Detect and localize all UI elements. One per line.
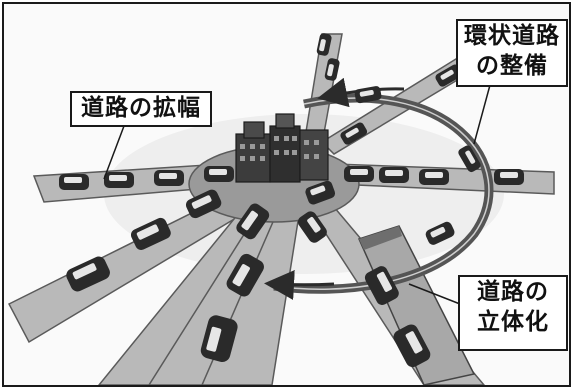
car [154,170,184,186]
callout-grade-separation-line2: 立体化 [477,309,549,335]
callout-grade-separation-line1: 道路の [477,279,549,305]
car [236,203,270,240]
leader-line-grade [408,283,461,305]
car [226,253,264,297]
leader-line-ring [473,84,491,145]
car [305,180,336,205]
callout-grade-separation: 道路の 立体化 [458,275,568,351]
car [364,266,399,305]
cars [59,33,524,368]
car [130,217,171,250]
car [316,33,332,56]
callout-ring-road-line1: 環状道路 [464,23,560,49]
ring-arrow-bottom [264,270,335,300]
road-network-illustration [7,33,555,385]
car [59,174,89,190]
car [354,86,382,104]
car [104,172,134,188]
city-center-buildings [235,113,329,183]
car [458,145,481,173]
car [494,169,524,185]
car [379,167,409,183]
car [344,166,374,182]
car [200,315,238,362]
car [340,122,368,145]
ring-road-inner-line [273,97,490,290]
car [66,256,110,292]
callout-road-widening: 道路の拡幅 [70,91,212,127]
car [204,166,234,182]
car [297,211,327,243]
car [425,221,455,245]
callout-ring-road: 環状道路 の整備 [456,19,568,87]
car [435,64,463,87]
car [324,58,340,81]
callout-road-widening-text: 道路の拡幅 [81,95,201,121]
car [185,189,222,219]
leader-line-widening [103,125,125,180]
callout-ring-road-line2: の整備 [476,53,548,79]
car [393,324,431,368]
car [419,169,449,185]
